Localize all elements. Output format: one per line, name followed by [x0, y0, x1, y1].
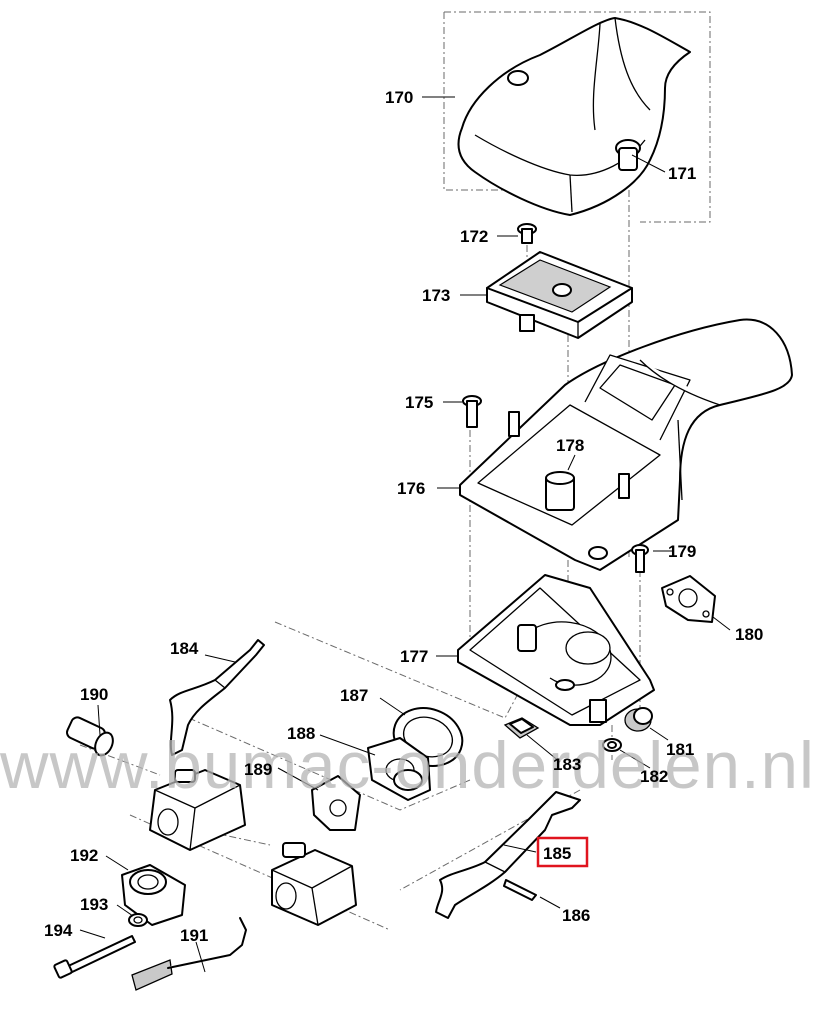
part-194-bolt: [53, 935, 136, 979]
label-176: 176: [397, 479, 425, 498]
label-194: 194: [44, 921, 73, 940]
part-184-lever: [169, 639, 265, 756]
label-179: 179: [668, 542, 696, 561]
label-182: 182: [640, 767, 668, 786]
part-182-nut: [602, 738, 622, 752]
label-171: 171: [668, 164, 696, 183]
label-172: 172: [460, 227, 488, 246]
part-177-base-housing: [457, 574, 655, 726]
part-183-grommet: [503, 717, 540, 739]
part-172-screw: [517, 223, 537, 244]
part-carburetor-right: [271, 842, 357, 926]
label-175: 175: [405, 393, 433, 412]
part-181-plug: [624, 707, 653, 732]
label-188: 188: [287, 724, 315, 743]
watermark-text: www.bumac-onderdelen.nl: [0, 728, 815, 802]
part-176-filter-housing: [459, 318, 793, 571]
part-190-cylinder: [66, 716, 114, 757]
part-192-manifold: [121, 864, 186, 926]
label-187: 187: [340, 686, 368, 705]
part-170-top-cover: [457, 17, 691, 216]
part-191-rod: [131, 917, 247, 991]
part-188-flange: [367, 737, 431, 801]
leader-lines: [79, 96, 731, 973]
label-193: 193: [80, 895, 108, 914]
label-178: 178: [556, 436, 584, 455]
label-192: 192: [70, 846, 98, 865]
label-191: 191: [180, 926, 208, 945]
part-carburetor-left: [149, 769, 246, 851]
part-193-washer: [128, 913, 148, 927]
label-170: 170: [385, 88, 413, 107]
label-184: 184: [170, 639, 199, 658]
label-190: 190: [80, 685, 108, 704]
label-173: 173: [422, 286, 450, 305]
part-189-gasket: [311, 775, 361, 831]
highlight-box: [536, 836, 589, 868]
label-186: 186: [562, 906, 590, 925]
part-173-air-filter: [486, 251, 633, 339]
label-189: 189: [244, 760, 272, 779]
label-181: 181: [666, 740, 694, 759]
part-179-screw: [631, 544, 649, 573]
part-180-gasket: [661, 575, 716, 623]
label-185: 185: [543, 844, 571, 863]
part-185-lever: [435, 791, 581, 919]
part-number-labels: 170 171 172 173 175 176 178 179 180 177 …: [44, 88, 763, 945]
part-186-pin: [503, 879, 537, 901]
part-175-screw: [462, 395, 482, 428]
label-183: 183: [553, 755, 581, 774]
label-177: 177: [400, 647, 428, 666]
highlighted-part-185[interactable]: 185: [536, 836, 589, 868]
label-180: 180: [735, 625, 763, 644]
